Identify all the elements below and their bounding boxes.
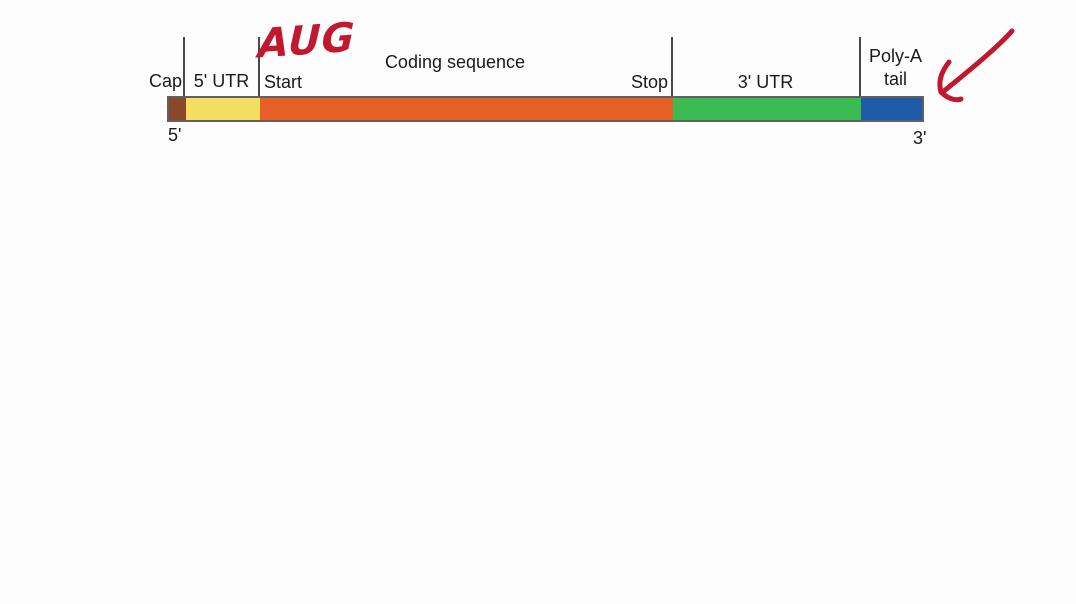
stop-codon-label: Stop [630, 72, 668, 92]
boundary-line-utr3-polya [859, 37, 861, 96]
three-prime-utr-label: 3' UTR [737, 72, 794, 92]
boundary-line-cap-utr5 [183, 37, 185, 96]
segment-coding-sequence [260, 98, 673, 120]
poly-a-tail-label: Poly-A tail [853, 45, 938, 91]
mrna-bar [167, 96, 924, 122]
cap-label: Cap [148, 71, 182, 91]
segment-three-prime-utr [673, 98, 861, 120]
five-prime-end-label: 5' [168, 125, 182, 145]
aug-handwritten-annotation: AUG [257, 14, 357, 68]
segment-cap [169, 98, 186, 120]
poly-a-tail-label-line2: tail [883, 69, 907, 89]
coding-sequence-label: Coding sequence [384, 52, 526, 72]
segment-five-prime-utr [186, 98, 260, 120]
hand-drawn-arrow-strokes [937, 28, 1015, 103]
segment-poly-a-tail [861, 98, 922, 120]
three-prime-end-label: 3' [913, 128, 927, 148]
boundary-line-coding-utr3 [671, 37, 673, 96]
five-prime-utr-label: 5' UTR [193, 71, 250, 91]
boundary-line-utr5-coding [258, 37, 260, 96]
start-codon-label: Start [264, 72, 303, 92]
poly-a-tail-label-line1: Poly-A [868, 46, 922, 66]
